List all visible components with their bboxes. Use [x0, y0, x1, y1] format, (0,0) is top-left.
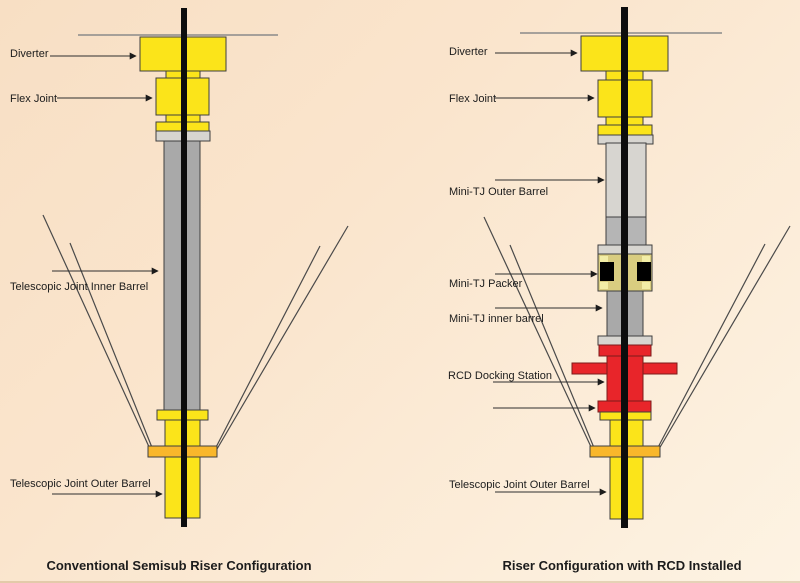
packer-corner-seal: [600, 256, 608, 263]
tensioner-cable: [69, 242, 156, 456]
label-flex-joint: Flex Joint: [10, 93, 57, 105]
packer-element-left: [600, 262, 614, 281]
left-diagram: Diverter Flex Joint Telescopic Joint Inn…: [10, 8, 349, 573]
label-rcd-docking-station: RCD Docking Station: [448, 370, 552, 382]
tensioner-cable: [42, 214, 151, 450]
label-diverter: Diverter: [10, 48, 49, 60]
tensioner-cable: [483, 216, 593, 450]
tensioner-cable: [509, 244, 598, 456]
label-tj-outer-barrel: Telescopic Joint Outer Barrel: [449, 479, 590, 491]
label-flex-joint: Flex Joint: [449, 93, 496, 105]
tensioner-cable: [216, 225, 349, 450]
packer-corner-seal: [642, 282, 650, 289]
drill-pipe: [181, 8, 187, 527]
packer-corner-seal: [642, 256, 650, 263]
packer-element-right: [637, 262, 651, 281]
right-diagram-caption: Riser Configuration with RCD Installed: [502, 558, 741, 573]
label-mini-tj-inner-barrel: Mini-TJ inner barrel: [449, 313, 544, 325]
label-tj-inner-barrel: Telescopic Joint Inner Barrel: [10, 281, 148, 293]
label-mini-tj-outer-barrel: Mini-TJ Outer Barrel: [449, 186, 548, 198]
right-diagram: Diverter Flex Joint Mini-TJ Outer Barrel…: [448, 7, 791, 573]
label-mini-tj-packer: Mini-TJ Packer: [449, 278, 523, 290]
drill-pipe: [621, 7, 628, 528]
label-tj-outer-barrel: Telescopic Joint Outer Barrel: [10, 478, 151, 490]
packer-corner-seal: [600, 282, 608, 289]
tensioner-cable: [653, 243, 766, 456]
label-diverter: Diverter: [449, 46, 488, 58]
tensioner-cable: [658, 225, 791, 450]
tensioner-cable: [211, 245, 321, 456]
left-diagram-caption: Conventional Semisub Riser Configuration: [46, 558, 311, 573]
